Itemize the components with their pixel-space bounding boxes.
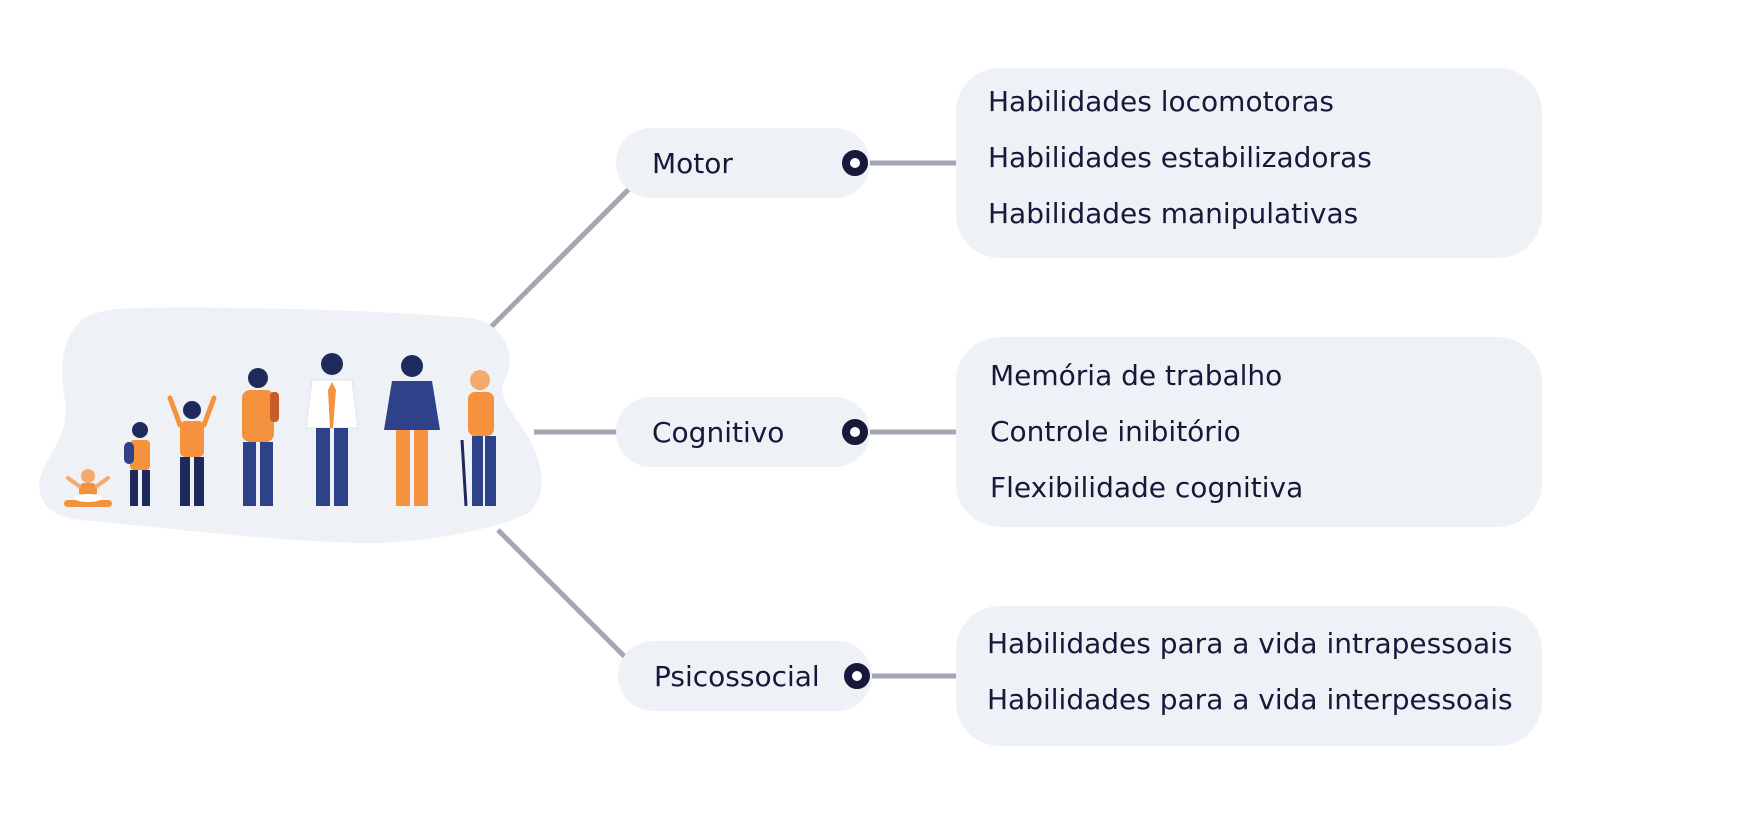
detail-box-motor: Habilidades locomotoras Habilidades esta…	[956, 68, 1542, 258]
child-icon	[124, 422, 150, 506]
node-motor-label: Motor	[652, 146, 733, 180]
connector-motor	[488, 184, 634, 330]
node-motor-dot	[842, 150, 868, 176]
motor-item: Habilidades manipulativas	[988, 197, 1359, 230]
cognitivo-item: Flexibilidade cognitiva	[990, 471, 1304, 504]
cognitivo-item: Memória de trabalho	[990, 359, 1283, 392]
teen-icon	[242, 368, 279, 506]
illustration-blob	[39, 307, 542, 544]
node-motor: Motor	[616, 128, 870, 198]
life-stages-illustration	[39, 307, 542, 544]
elder-icon	[460, 370, 496, 507]
baby-icon	[64, 469, 112, 507]
node-psicossocial: Psicossocial	[618, 641, 872, 711]
node-psicossocial-label: Psicossocial	[654, 659, 820, 693]
connector-psicossocial	[496, 528, 630, 662]
node-cognitivo: Cognitivo	[616, 397, 870, 467]
adult-icon	[384, 355, 440, 506]
node-psicossocial-dot	[844, 663, 870, 689]
motor-item: Habilidades locomotoras	[988, 85, 1334, 118]
young-adult-icon	[305, 353, 359, 506]
psicossocial-item: Habilidades para a vida interpessoais	[987, 683, 1513, 716]
cognitivo-item: Controle inibitório	[990, 415, 1241, 448]
node-cognitivo-dot	[842, 419, 868, 445]
detail-box-cognitivo: Memória de trabalho Controle inibitório …	[956, 337, 1542, 527]
psicossocial-item: Habilidades para a vida intrapessoais	[987, 627, 1513, 660]
kid-icon	[167, 395, 217, 506]
node-cognitivo-label: Cognitivo	[652, 415, 785, 449]
motor-item: Habilidades estabilizadoras	[988, 141, 1372, 174]
detail-box-psicossocial: Habilidades para a vida intrapessoais Ha…	[956, 606, 1542, 746]
